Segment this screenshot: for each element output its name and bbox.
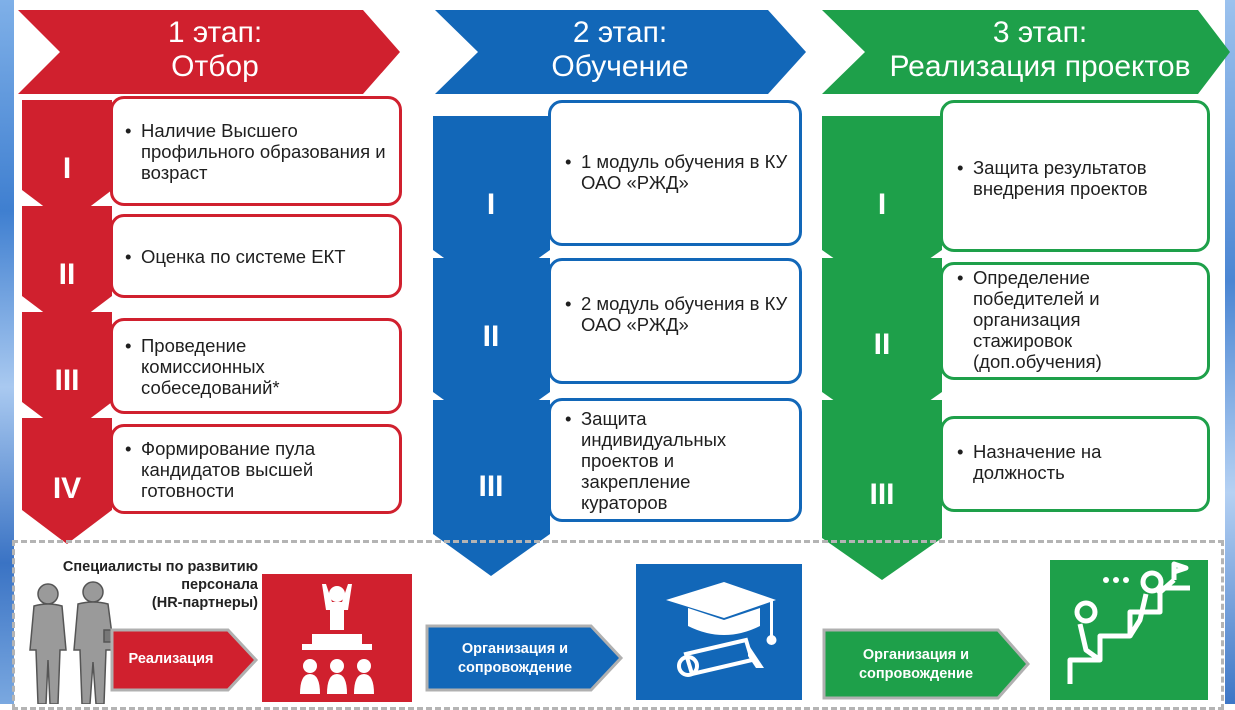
bullet-icon: • bbox=[125, 334, 132, 356]
stage1-step4-box: • Формирование пула кандидатов высшей гот… bbox=[110, 424, 402, 514]
stage3-step3-text: Назначение на должность bbox=[973, 441, 1102, 483]
stage2-step3-text: Защита индивидуальных проектов и закрепл… bbox=[581, 407, 727, 513]
stage3-action-arrow bbox=[822, 628, 1031, 700]
stage3-step1-chevron bbox=[822, 116, 942, 292]
hr-partners-label: Специалисты по развитию персонала (HR-па… bbox=[22, 558, 258, 612]
stage3-step1-box: • Защита результатов внедрения проектов bbox=[940, 100, 1210, 252]
stage3-step2-chevron bbox=[822, 258, 942, 434]
business-people-icon bbox=[29, 581, 125, 704]
presentation-icon bbox=[262, 574, 412, 702]
stage1-step2-box: • Оценка по системе ЕКТ bbox=[110, 214, 402, 298]
stage3-action-line2: сопровождение bbox=[858, 666, 974, 682]
graduation-icon bbox=[636, 564, 802, 700]
stage1-header-chevron bbox=[18, 10, 400, 94]
left-decor-strip bbox=[0, 0, 14, 704]
stage2-step1-text: 1 модуль обучения в КУ ОАО «РЖД» bbox=[581, 151, 788, 193]
stage3-title-line2: Реализация проектов bbox=[889, 50, 1191, 83]
stage1-step1-numeral: I bbox=[62, 152, 72, 185]
bullet-icon: • bbox=[957, 441, 964, 462]
bullet-icon: • bbox=[125, 437, 132, 459]
right-decor-strip bbox=[1225, 0, 1235, 704]
stage2-action-arrow bbox=[425, 624, 624, 692]
stage2-title-line1: 2 этап: bbox=[572, 16, 668, 49]
stage2-step2-text: 2 модуль обучения в КУ ОАО «РЖД» bbox=[581, 293, 788, 335]
stage1-title-line2: Отбор bbox=[171, 50, 259, 83]
stage1-action-label: Реализация bbox=[128, 651, 214, 667]
stage3-header-chevron bbox=[822, 10, 1230, 94]
stage2-title: 2 этап: Обучение bbox=[470, 16, 770, 84]
stage1-step1-box: • Наличие Высшего профильного образования… bbox=[110, 96, 402, 206]
stage2-step1-chevron bbox=[433, 116, 550, 292]
stage2-step2-chevron bbox=[433, 258, 550, 434]
stage1-step3-box: • Проведение комиссионных собеседований* bbox=[110, 318, 402, 414]
stage2-step1-numeral: I bbox=[486, 188, 496, 221]
stage1-step3-chevron bbox=[22, 312, 112, 436]
stage3-step3-chevron bbox=[822, 400, 942, 580]
stage2-step3-chevron bbox=[433, 400, 550, 576]
stage3-step2-numeral: II bbox=[873, 328, 891, 361]
stage2-step3-box: • Защита индивидуальных проектов и закреп… bbox=[548, 398, 802, 522]
stage2-action-label: Организация и сопровождение bbox=[430, 640, 600, 678]
bullet-icon: • bbox=[565, 151, 572, 172]
bullet-icon: • bbox=[565, 293, 572, 314]
stage3-step2-text: Определение победителей и организация ст… bbox=[973, 267, 1102, 372]
stage2-step1-box: • 1 модуль обучения в КУ ОАО «РЖД» bbox=[548, 100, 802, 246]
stage1-step1-text: Наличие Высшего профильного образования … bbox=[141, 119, 386, 183]
hr-label-line3: (HR-партнеры) bbox=[151, 595, 258, 611]
stage2-action-line1: Организация и bbox=[461, 641, 569, 657]
stage1-step3-text: Проведение комиссионных собеседований* bbox=[141, 334, 280, 398]
bullet-icon: • bbox=[957, 157, 964, 178]
hr-label-line1: Специалисты по развитию bbox=[62, 559, 258, 575]
stage1-step2-text: Оценка по системе ЕКТ bbox=[141, 245, 346, 267]
stage1-action-arrow bbox=[110, 628, 259, 692]
stage2-action-line2: сопровождение bbox=[457, 660, 573, 676]
stage1-step1-chevron bbox=[22, 100, 112, 224]
stage2-title-line2: Обучение bbox=[551, 50, 689, 83]
stage2-header-chevron bbox=[435, 10, 806, 94]
stage1-step3-numeral: III bbox=[54, 364, 80, 397]
stage1-step2-chevron bbox=[22, 206, 112, 330]
stage3-step3-numeral: III bbox=[869, 478, 895, 511]
stage2-step3-numeral: III bbox=[478, 470, 504, 503]
stage2-step2-box: • 2 модуль обучения в КУ ОАО «РЖД» bbox=[548, 258, 802, 384]
stage3-action-label: Организация и сопровождение bbox=[828, 646, 1004, 684]
stage3-title-line1: 3 этап: bbox=[992, 16, 1088, 49]
stage1-step4-chevron bbox=[22, 418, 112, 544]
stage1-step4-text: Формирование пула кандидатов высшей гото… bbox=[141, 437, 316, 501]
hr-label-line2: персонала bbox=[181, 577, 258, 593]
bullet-icon: • bbox=[565, 407, 572, 429]
stage3-step1-text: Защита результатов внедрения проектов bbox=[973, 157, 1148, 199]
stage1-step4-numeral: IV bbox=[52, 472, 82, 505]
stage3-action-line1: Организация и bbox=[862, 647, 970, 663]
bullet-icon: • bbox=[957, 267, 964, 288]
stage3-step1-numeral: I bbox=[877, 188, 887, 221]
stage1-title: 1 этап: Отбор bbox=[60, 16, 370, 84]
stage1-step2-numeral: II bbox=[58, 258, 76, 291]
bullet-icon: • bbox=[125, 119, 132, 141]
stage3-step2-box: • Определение победителей и организация с… bbox=[940, 262, 1210, 380]
stage1-title-line1: 1 этап: bbox=[167, 16, 263, 49]
bullet-icon: • bbox=[125, 245, 132, 267]
teamwork-stairs-icon bbox=[1050, 560, 1208, 700]
stage2-step2-numeral: II bbox=[482, 320, 500, 353]
stage3-title: 3 этап: Реализация проектов bbox=[865, 16, 1215, 84]
stage3-step3-box: • Назначение на должность bbox=[940, 416, 1210, 512]
